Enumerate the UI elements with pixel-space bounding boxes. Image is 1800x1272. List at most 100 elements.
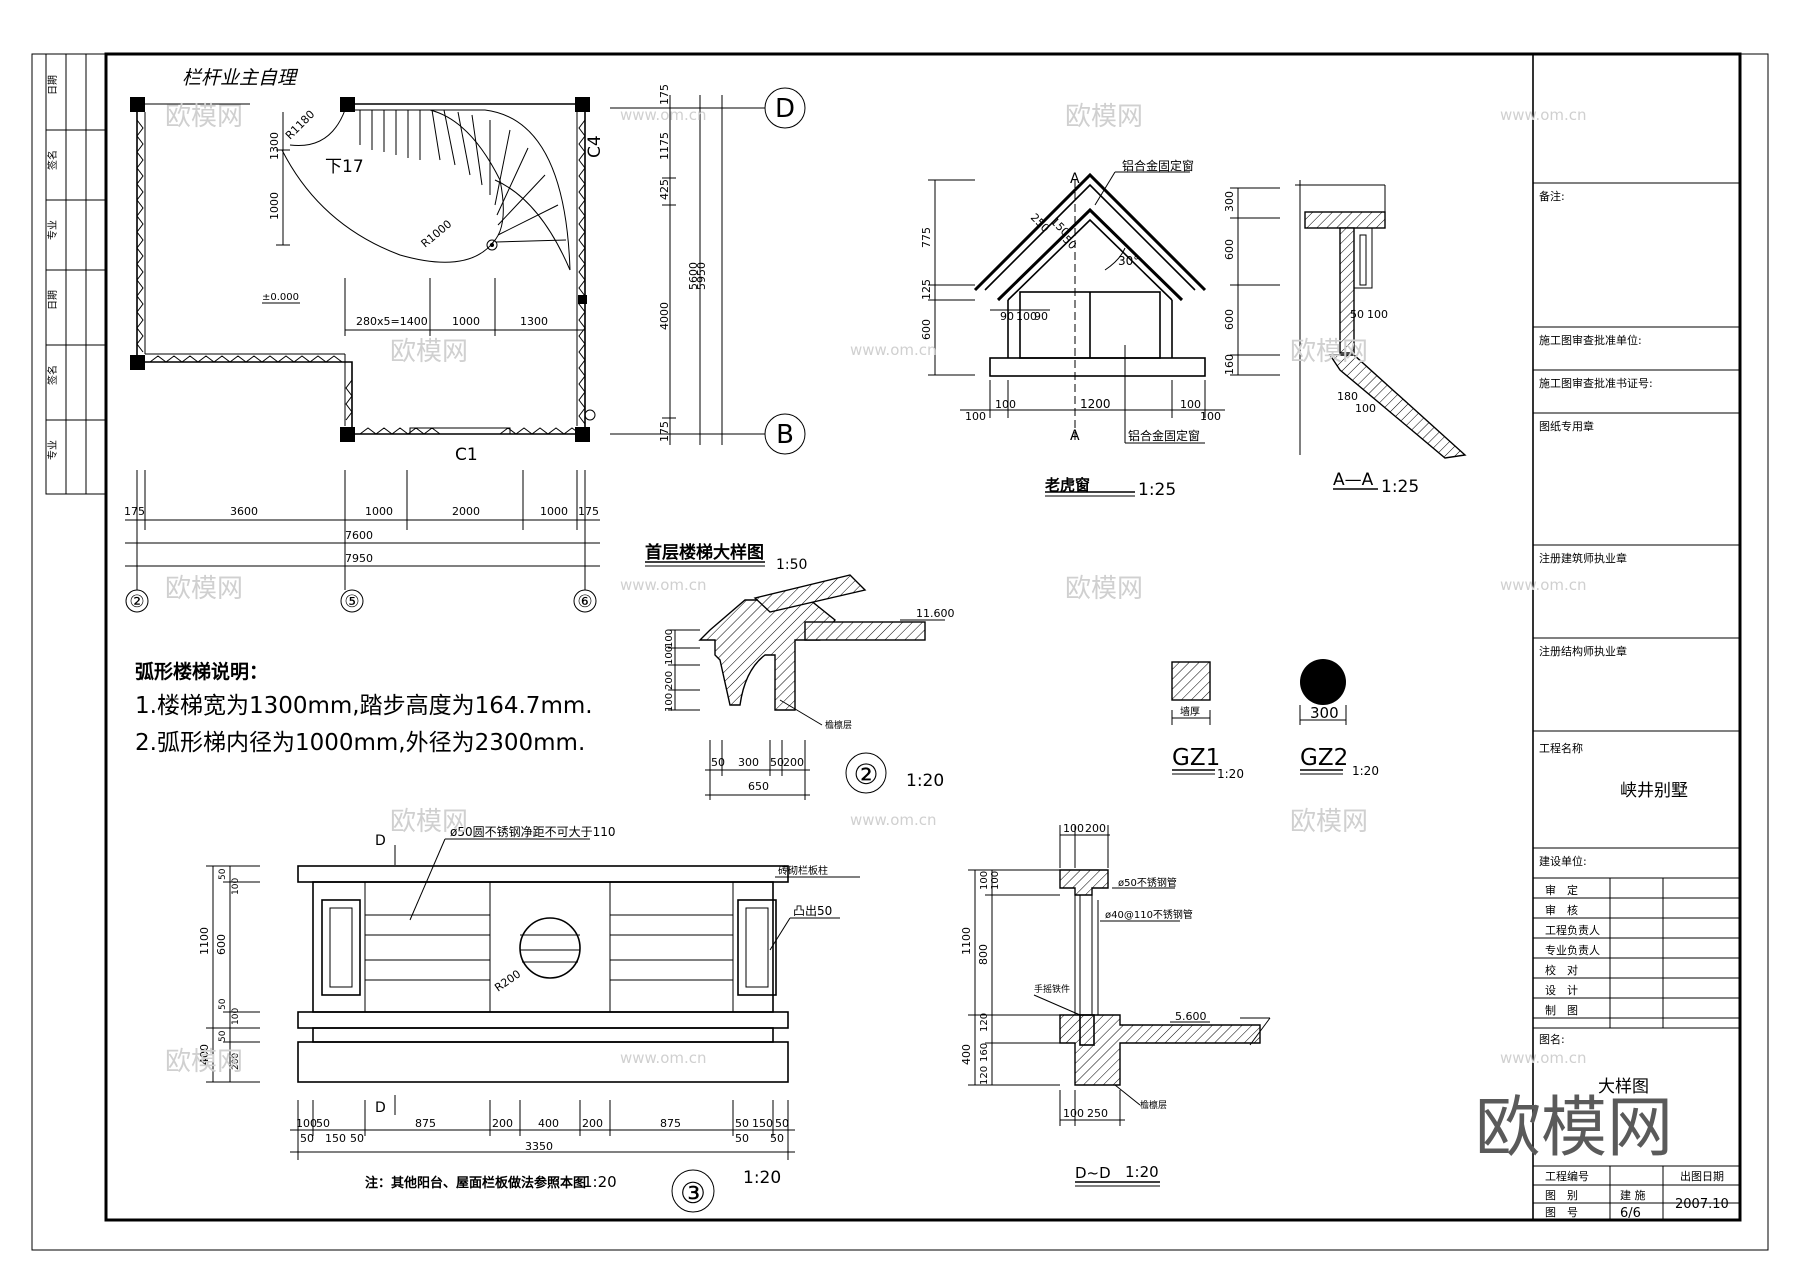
railing-bdim-4: 200 xyxy=(492,1117,513,1130)
plan-rdim-5950: 5950 xyxy=(695,262,708,290)
plan-rdim-2: 1175 xyxy=(658,132,671,160)
railing-ldim-8: 50 xyxy=(218,1030,228,1042)
tb-date-val: 2007.10 xyxy=(1675,1197,1729,1212)
tb-review-unit: 施工图审查批准单位: xyxy=(1539,333,1642,347)
plan-c4: C4 xyxy=(585,135,605,158)
plan-r1000: R1000 xyxy=(419,217,455,250)
dd-ldim-4: 100 xyxy=(979,871,990,890)
railing-ldim-7: 100 xyxy=(231,1008,241,1025)
stair-detail-label: 檐檩层 xyxy=(825,719,852,731)
stair-detail-circle: ② xyxy=(853,758,878,791)
plan-bdim-2: 3600 xyxy=(230,505,258,518)
stair-bdim-2: 300 xyxy=(738,756,759,769)
aa-small-2: 100 xyxy=(1367,308,1388,321)
tb-proj-no: 工程编号 xyxy=(1545,1169,1589,1183)
strip-label-5: 签名 xyxy=(46,365,59,385)
dormer-a-bot: A xyxy=(1070,428,1080,444)
plan-dim-1300b: 1300 xyxy=(520,315,548,328)
section-aa: 300 600 600 160 50 100 180 100 A—A 1:25 xyxy=(1223,180,1467,497)
railing-bdim-10: 50 xyxy=(775,1117,789,1130)
strip-label-6: 专业 xyxy=(46,440,59,460)
railing-footnote: 注：其他阳台、屋面栏板做法参照本图 xyxy=(365,1175,586,1191)
tb-role-2: 审 核 xyxy=(1545,903,1578,917)
wm-cn-1: 欧模网 xyxy=(165,102,243,132)
section-dd: 5.600 ø50不锈钢管 ø40@110不锈钢管 手摇铁件 檐檩层 100 2… xyxy=(960,822,1271,1187)
railing-elevation: R200 D D ø50圆不锈钢净距不可大于110 砖砌栏板柱 凸出50 110… xyxy=(198,825,860,1213)
dd-scale: 1:20 xyxy=(1125,1163,1159,1181)
plan-bdim-6: 175 xyxy=(578,505,599,518)
railing-bdim2-3: 50 xyxy=(350,1132,364,1145)
railing-bdim2-5: 50 xyxy=(770,1132,784,1145)
tb-role-7: 制 图 xyxy=(1545,1004,1578,1017)
axis-2: ② xyxy=(129,592,144,612)
outer-border xyxy=(31,53,1769,1251)
dormer-bdim-1: 100 xyxy=(965,410,986,423)
stair-detail-scale: 1:50 xyxy=(776,557,807,573)
axis-6: ⑥ xyxy=(577,592,592,612)
dd-tdim-1: 100 xyxy=(1063,822,1084,835)
wm-url-5: www.om.cn xyxy=(1500,576,1587,594)
stair-bdim-1: 50 xyxy=(711,756,725,769)
axis-d: D xyxy=(775,94,795,124)
wm-cn-9: 欧模网 xyxy=(1290,337,1368,367)
plan-bdim-3: 1000 xyxy=(365,505,393,518)
plan-bdim-7600: 7600 xyxy=(345,529,373,542)
dd-tdim-2: 200 xyxy=(1085,822,1106,835)
plan-railing-note: 栏杆业主自理 xyxy=(182,67,299,89)
axis-b: B xyxy=(776,420,794,450)
gz2-section xyxy=(1300,659,1346,705)
dd-title: D~D xyxy=(1075,1164,1111,1182)
railing-footnote-scale: 1:20 xyxy=(583,1173,617,1191)
tb-sheet-no: 图 号 xyxy=(1545,1206,1578,1219)
plan-bdim-4: 2000 xyxy=(452,505,480,518)
tb-arch-seal: 注册建筑师执业章 xyxy=(1539,551,1627,565)
dormer-ldim-1: 775 xyxy=(920,227,933,248)
dormer-ldim-3: 600 xyxy=(920,319,933,340)
stair-ldim-3: 200 xyxy=(664,671,675,690)
railing-ldim-5: 100 xyxy=(231,878,241,895)
gz2-dim: 300 xyxy=(1310,704,1339,722)
gz2-title: GZ2 xyxy=(1300,745,1348,771)
stair-ldim-1: 100 xyxy=(664,629,675,648)
dd-ldim-2: 800 xyxy=(977,944,990,965)
notes-line-2: 2.弧形梯内径为1000mm,外径为2300mm. xyxy=(135,730,585,756)
dormer-label-bot: 铝合金固定窗 xyxy=(1128,428,1200,443)
wm-cn-4: 欧模网 xyxy=(165,574,243,604)
railing-bdim-9: 150 xyxy=(752,1117,773,1130)
dormer-bdim-2: 100 xyxy=(995,398,1016,411)
railing-bdim-8: 50 xyxy=(735,1117,749,1130)
axis-d-bubble xyxy=(764,87,806,129)
strip-label-3: 专业 xyxy=(46,220,59,240)
aa-scale: 1:25 xyxy=(1381,477,1419,497)
railing-bdim-2: 50 xyxy=(316,1117,330,1130)
aa-dim-3: 600 xyxy=(1223,309,1236,330)
plan-rdim-3: 425 xyxy=(658,179,671,200)
dormer-a-top: A xyxy=(1070,171,1080,187)
dormer-bdim-4: 100 xyxy=(1180,398,1201,411)
dormer-angle: 30° xyxy=(1118,254,1139,268)
strip-label-2: 签名 xyxy=(46,150,59,170)
watermarks: 欧模网 欧模网 欧模网 欧模网 欧模网 欧模网 欧模网 欧模网 欧模网 www.… xyxy=(165,102,1587,1077)
strip-label-4: 日期 xyxy=(47,290,59,310)
tb-seal: 图纸专用章 xyxy=(1539,419,1594,433)
tb-project-name: 峡井别墅 xyxy=(1620,781,1688,801)
strip-label-1: 日期 xyxy=(47,75,59,95)
wm-cn-2: 欧模网 xyxy=(1065,102,1143,132)
aa-small-4: 100 xyxy=(1355,402,1376,415)
tb-client: 建设单位: xyxy=(1539,854,1587,868)
railing-top-note: ø50圆不锈钢净距不可大于110 xyxy=(450,825,616,839)
plan-dim-1300: 1300 xyxy=(268,132,281,160)
left-strip: 日期 签名 专业 日期 签名 专业 xyxy=(45,53,107,495)
dormer-scale: 1:25 xyxy=(1138,480,1176,500)
dd-ldim-7: 160 xyxy=(979,1043,990,1062)
plan-treads: 280x5=1400 xyxy=(356,315,428,328)
aa-dim-1: 300 xyxy=(1223,191,1236,212)
stair-plan: 1300 1000 R1180 下17 R1000 ±0.000 栏杆业主自理 … xyxy=(124,67,806,613)
railing-bdim-1: 100 xyxy=(296,1117,317,1130)
railing-d-top: D xyxy=(375,833,386,849)
tb-struct-seal: 注册结构师执业章 xyxy=(1539,644,1627,658)
gz1-scale: 1:20 xyxy=(1217,767,1244,781)
tb-category-val: 建 施 xyxy=(1620,1188,1646,1202)
plan-bdim-1: 175 xyxy=(124,505,145,518)
wm-big-logo: 欧模网 xyxy=(1475,1089,1673,1166)
